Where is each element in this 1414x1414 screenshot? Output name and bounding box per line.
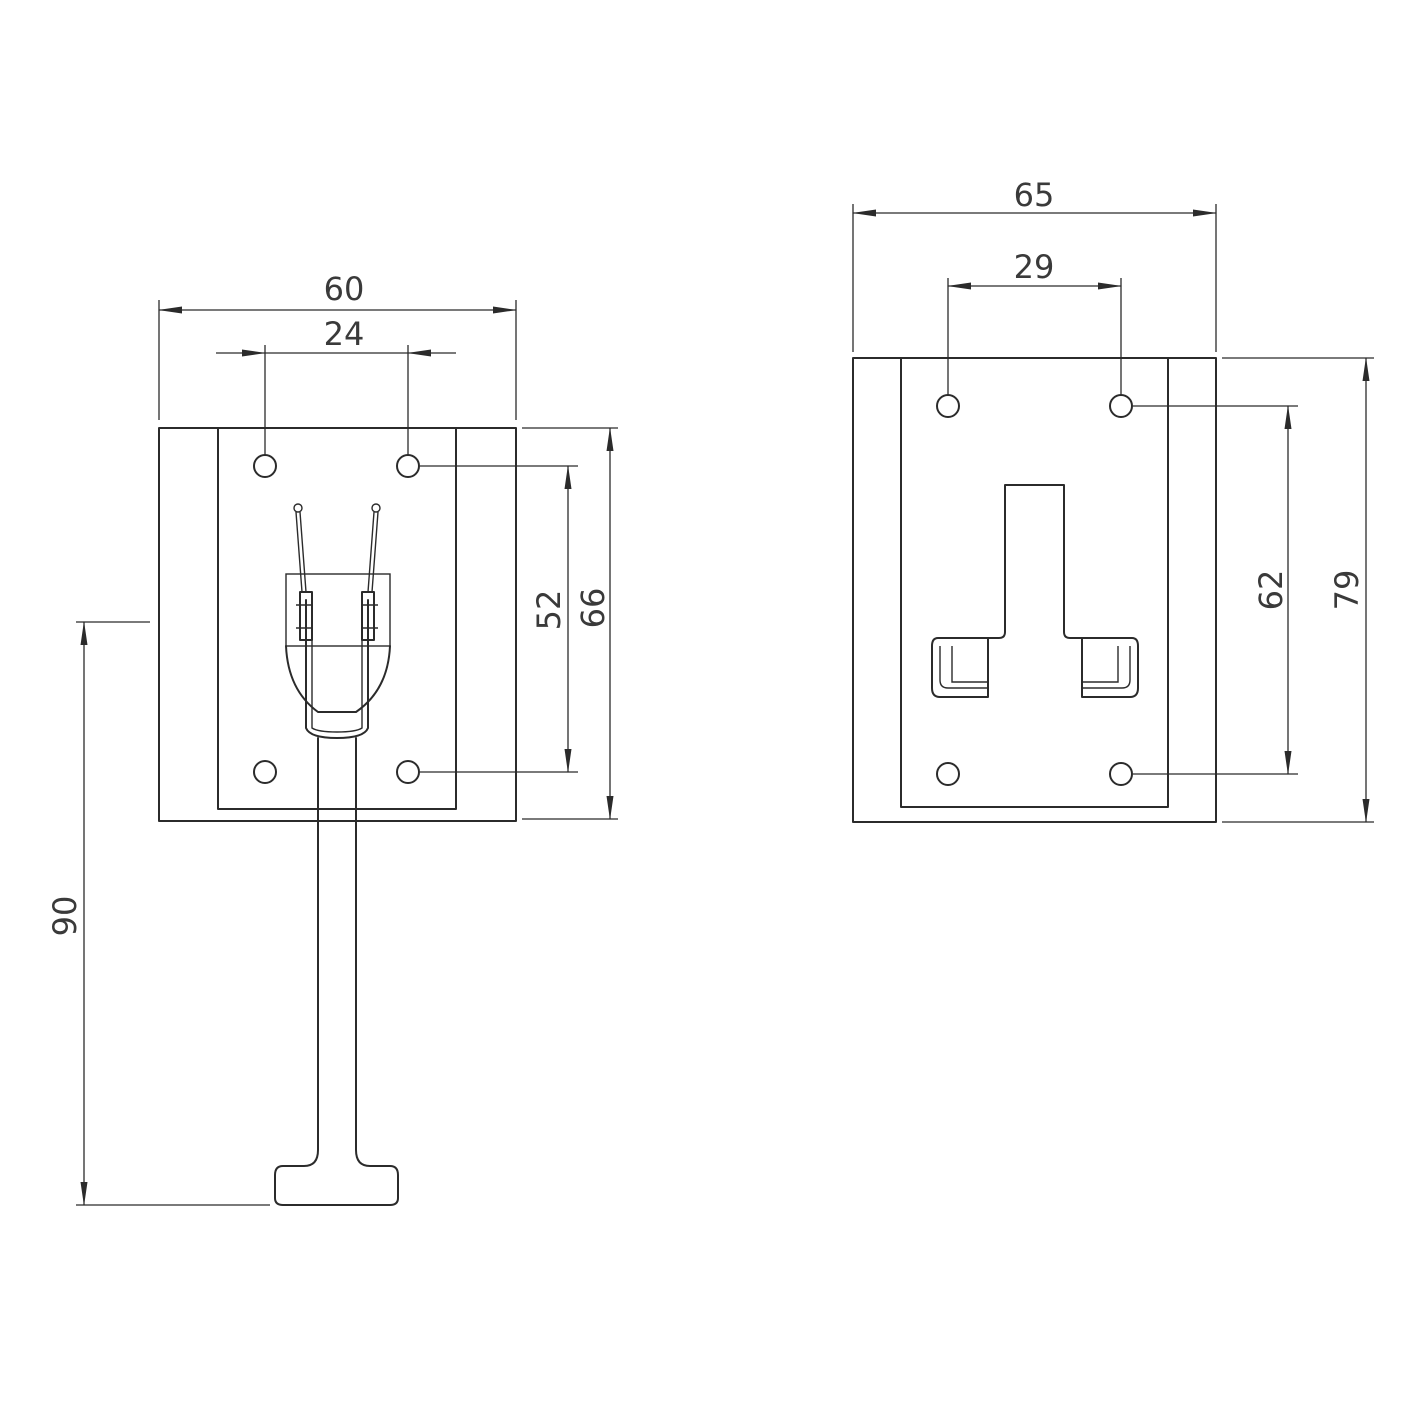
front-hole-bottom-left bbox=[253, 760, 277, 784]
handle-stem bbox=[274, 737, 399, 1206]
dim-rear-hole-spacing-vertical: 62 bbox=[1133, 405, 1298, 775]
rear-hole-bottom-right bbox=[1109, 762, 1133, 786]
front-outer-plate bbox=[158, 427, 517, 822]
rear-right-pocket bbox=[1081, 637, 1139, 698]
dim-79-label: 79 bbox=[1328, 570, 1366, 611]
dim-front-overall-height: 66 bbox=[522, 427, 618, 820]
dim-90-label: 90 bbox=[46, 896, 84, 937]
dim-front-hole-spacing-horizontal: 24 bbox=[216, 315, 456, 455]
dim-front-overall-width: 60 bbox=[158, 270, 517, 420]
dim-handle-length: 90 bbox=[46, 621, 270, 1206]
dim-62-label: 62 bbox=[1252, 570, 1290, 611]
rear-t-slot bbox=[987, 484, 1083, 639]
rear-hole-bottom-left bbox=[936, 762, 960, 786]
dim-rear-overall-height: 79 bbox=[1222, 357, 1374, 823]
dim-29-label: 29 bbox=[1014, 248, 1055, 286]
rear-outer-plate bbox=[852, 357, 1217, 823]
rear-hole-top-left bbox=[936, 394, 960, 418]
front-hole-top-left bbox=[253, 454, 277, 478]
front-view: 60 24 52 66 90 bbox=[46, 270, 618, 1206]
dim-52-label: 52 bbox=[530, 590, 568, 631]
dim-front-hole-spacing-vertical: 52 bbox=[420, 465, 578, 773]
dim-66-label: 66 bbox=[574, 588, 612, 629]
rear-hole-top-right bbox=[1109, 394, 1133, 418]
front-hole-top-right bbox=[396, 454, 420, 478]
dim-24-label: 24 bbox=[324, 315, 365, 353]
front-inner-plate bbox=[217, 427, 457, 810]
dim-60-label: 60 bbox=[324, 270, 365, 308]
rear-view: 65 29 62 79 bbox=[852, 176, 1374, 823]
latch-mechanism bbox=[285, 503, 391, 739]
front-hole-bottom-right bbox=[396, 760, 420, 784]
dim-65-label: 65 bbox=[1014, 176, 1055, 214]
rear-left-pocket bbox=[931, 637, 989, 698]
dim-rear-hole-spacing-horizontal: 29 bbox=[947, 248, 1122, 395]
rear-inner-plate bbox=[900, 357, 1169, 808]
dim-rear-overall-width: 65 bbox=[852, 176, 1217, 352]
